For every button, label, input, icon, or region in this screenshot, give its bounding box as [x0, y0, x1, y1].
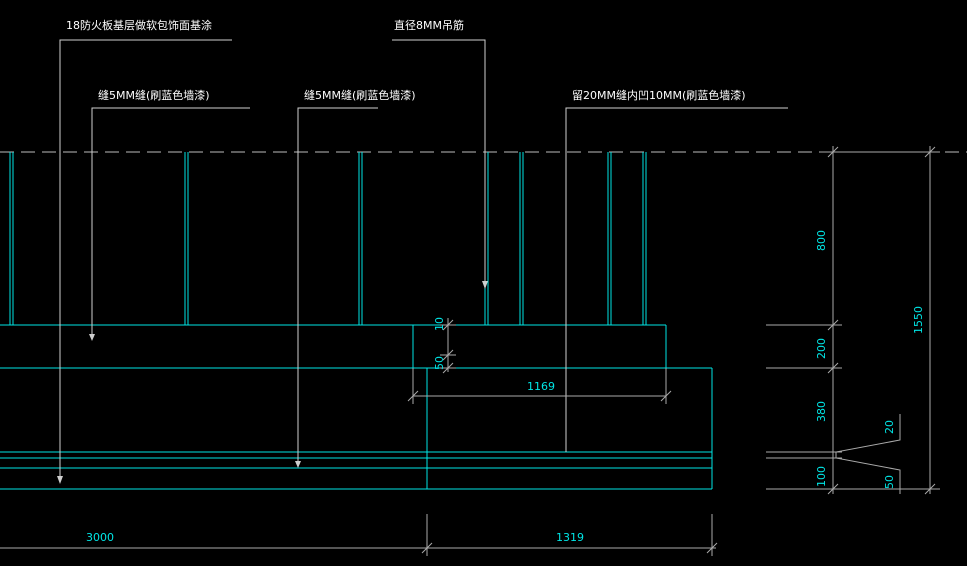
dim-1550: 1550 — [912, 306, 925, 334]
dim-380: 380 — [815, 401, 828, 422]
slot-right-label: 留20MM缝内凹10MM(刷蓝色墙漆) — [572, 89, 746, 102]
dim-50-right: 50 — [883, 475, 896, 489]
dim-100: 100 — [815, 466, 828, 487]
bottom-dimension-lines — [0, 514, 717, 556]
panel-joints — [10, 152, 646, 325]
dim-20: 20 — [883, 420, 896, 434]
step-dimension-lines — [408, 318, 671, 404]
dim-800: 800 — [815, 230, 828, 251]
dim-1319: 1319 — [556, 531, 584, 544]
dim-1169: 1169 — [527, 380, 555, 393]
dim-10: 10 — [433, 317, 446, 331]
fireproof-board-label: 18防火板基层做软包饰面基涂 — [66, 19, 212, 32]
slot-mid-label: 缝5MM缝(刷蓝色墙漆) — [304, 89, 416, 102]
dim-50-step: 50 — [433, 356, 446, 370]
dim-3000: 3000 — [86, 531, 114, 544]
slot-left-label: 缝5MM缝(刷蓝色墙漆) — [98, 89, 210, 102]
right-dimension-lines — [766, 146, 940, 494]
leader-arrowheads — [57, 281, 488, 484]
hanger-label: 直径8MM吊筋 — [394, 19, 464, 32]
dim-200: 200 — [815, 338, 828, 359]
soffit-outline — [0, 325, 712, 489]
leader-lines — [60, 40, 788, 480]
